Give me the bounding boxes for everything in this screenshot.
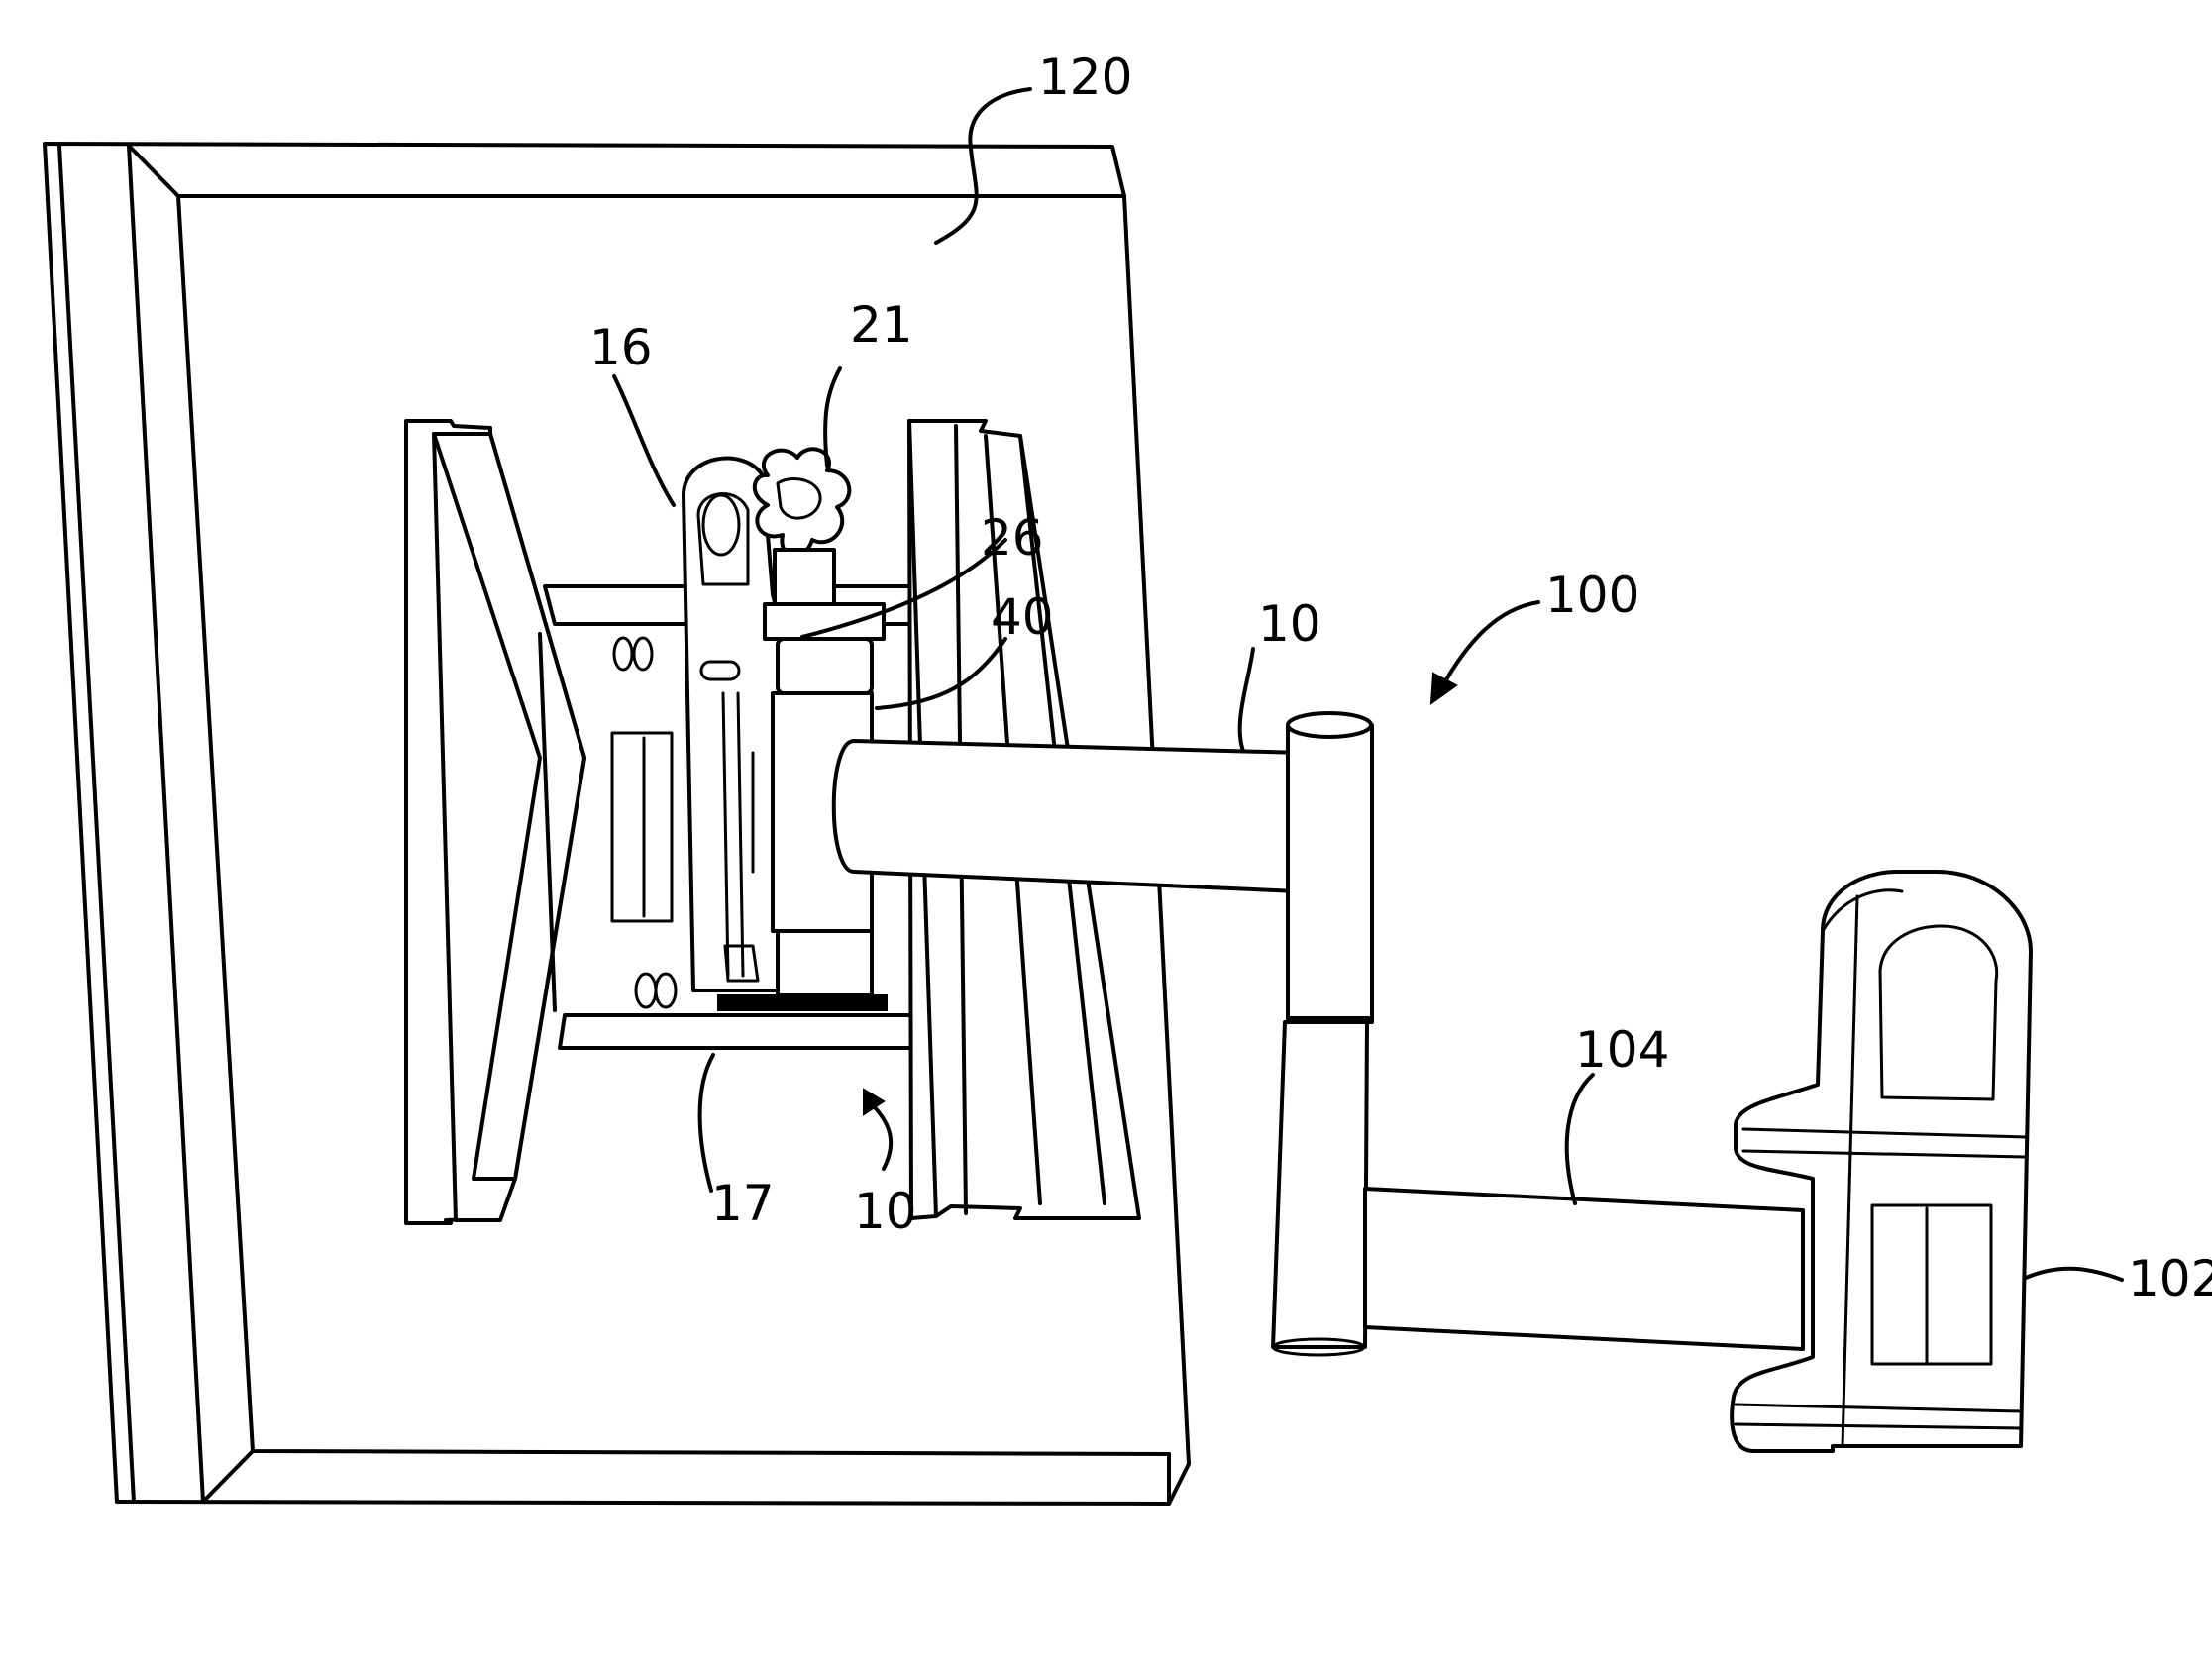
label-26: 26: [981, 509, 1044, 567]
label-120: 120: [1038, 49, 1132, 106]
label-16: 16: [589, 319, 653, 376]
lower-arm: [1365, 1189, 1803, 1349]
latch-arm: [684, 459, 783, 990]
label-102: 102: [2128, 1250, 2212, 1307]
label-10-upper: 10: [1258, 595, 1321, 653]
label-104: 104: [1575, 1021, 1669, 1079]
label-21: 21: [850, 296, 913, 354]
label-100: 100: [1545, 567, 1639, 624]
pivot-tube: [1273, 713, 1372, 1355]
label-17: 17: [711, 1175, 775, 1232]
label-10-lower: 10: [854, 1183, 917, 1240]
upper-arm: [834, 741, 1303, 891]
label-40: 40: [991, 588, 1054, 646]
wall-bracket: [1732, 872, 2031, 1451]
